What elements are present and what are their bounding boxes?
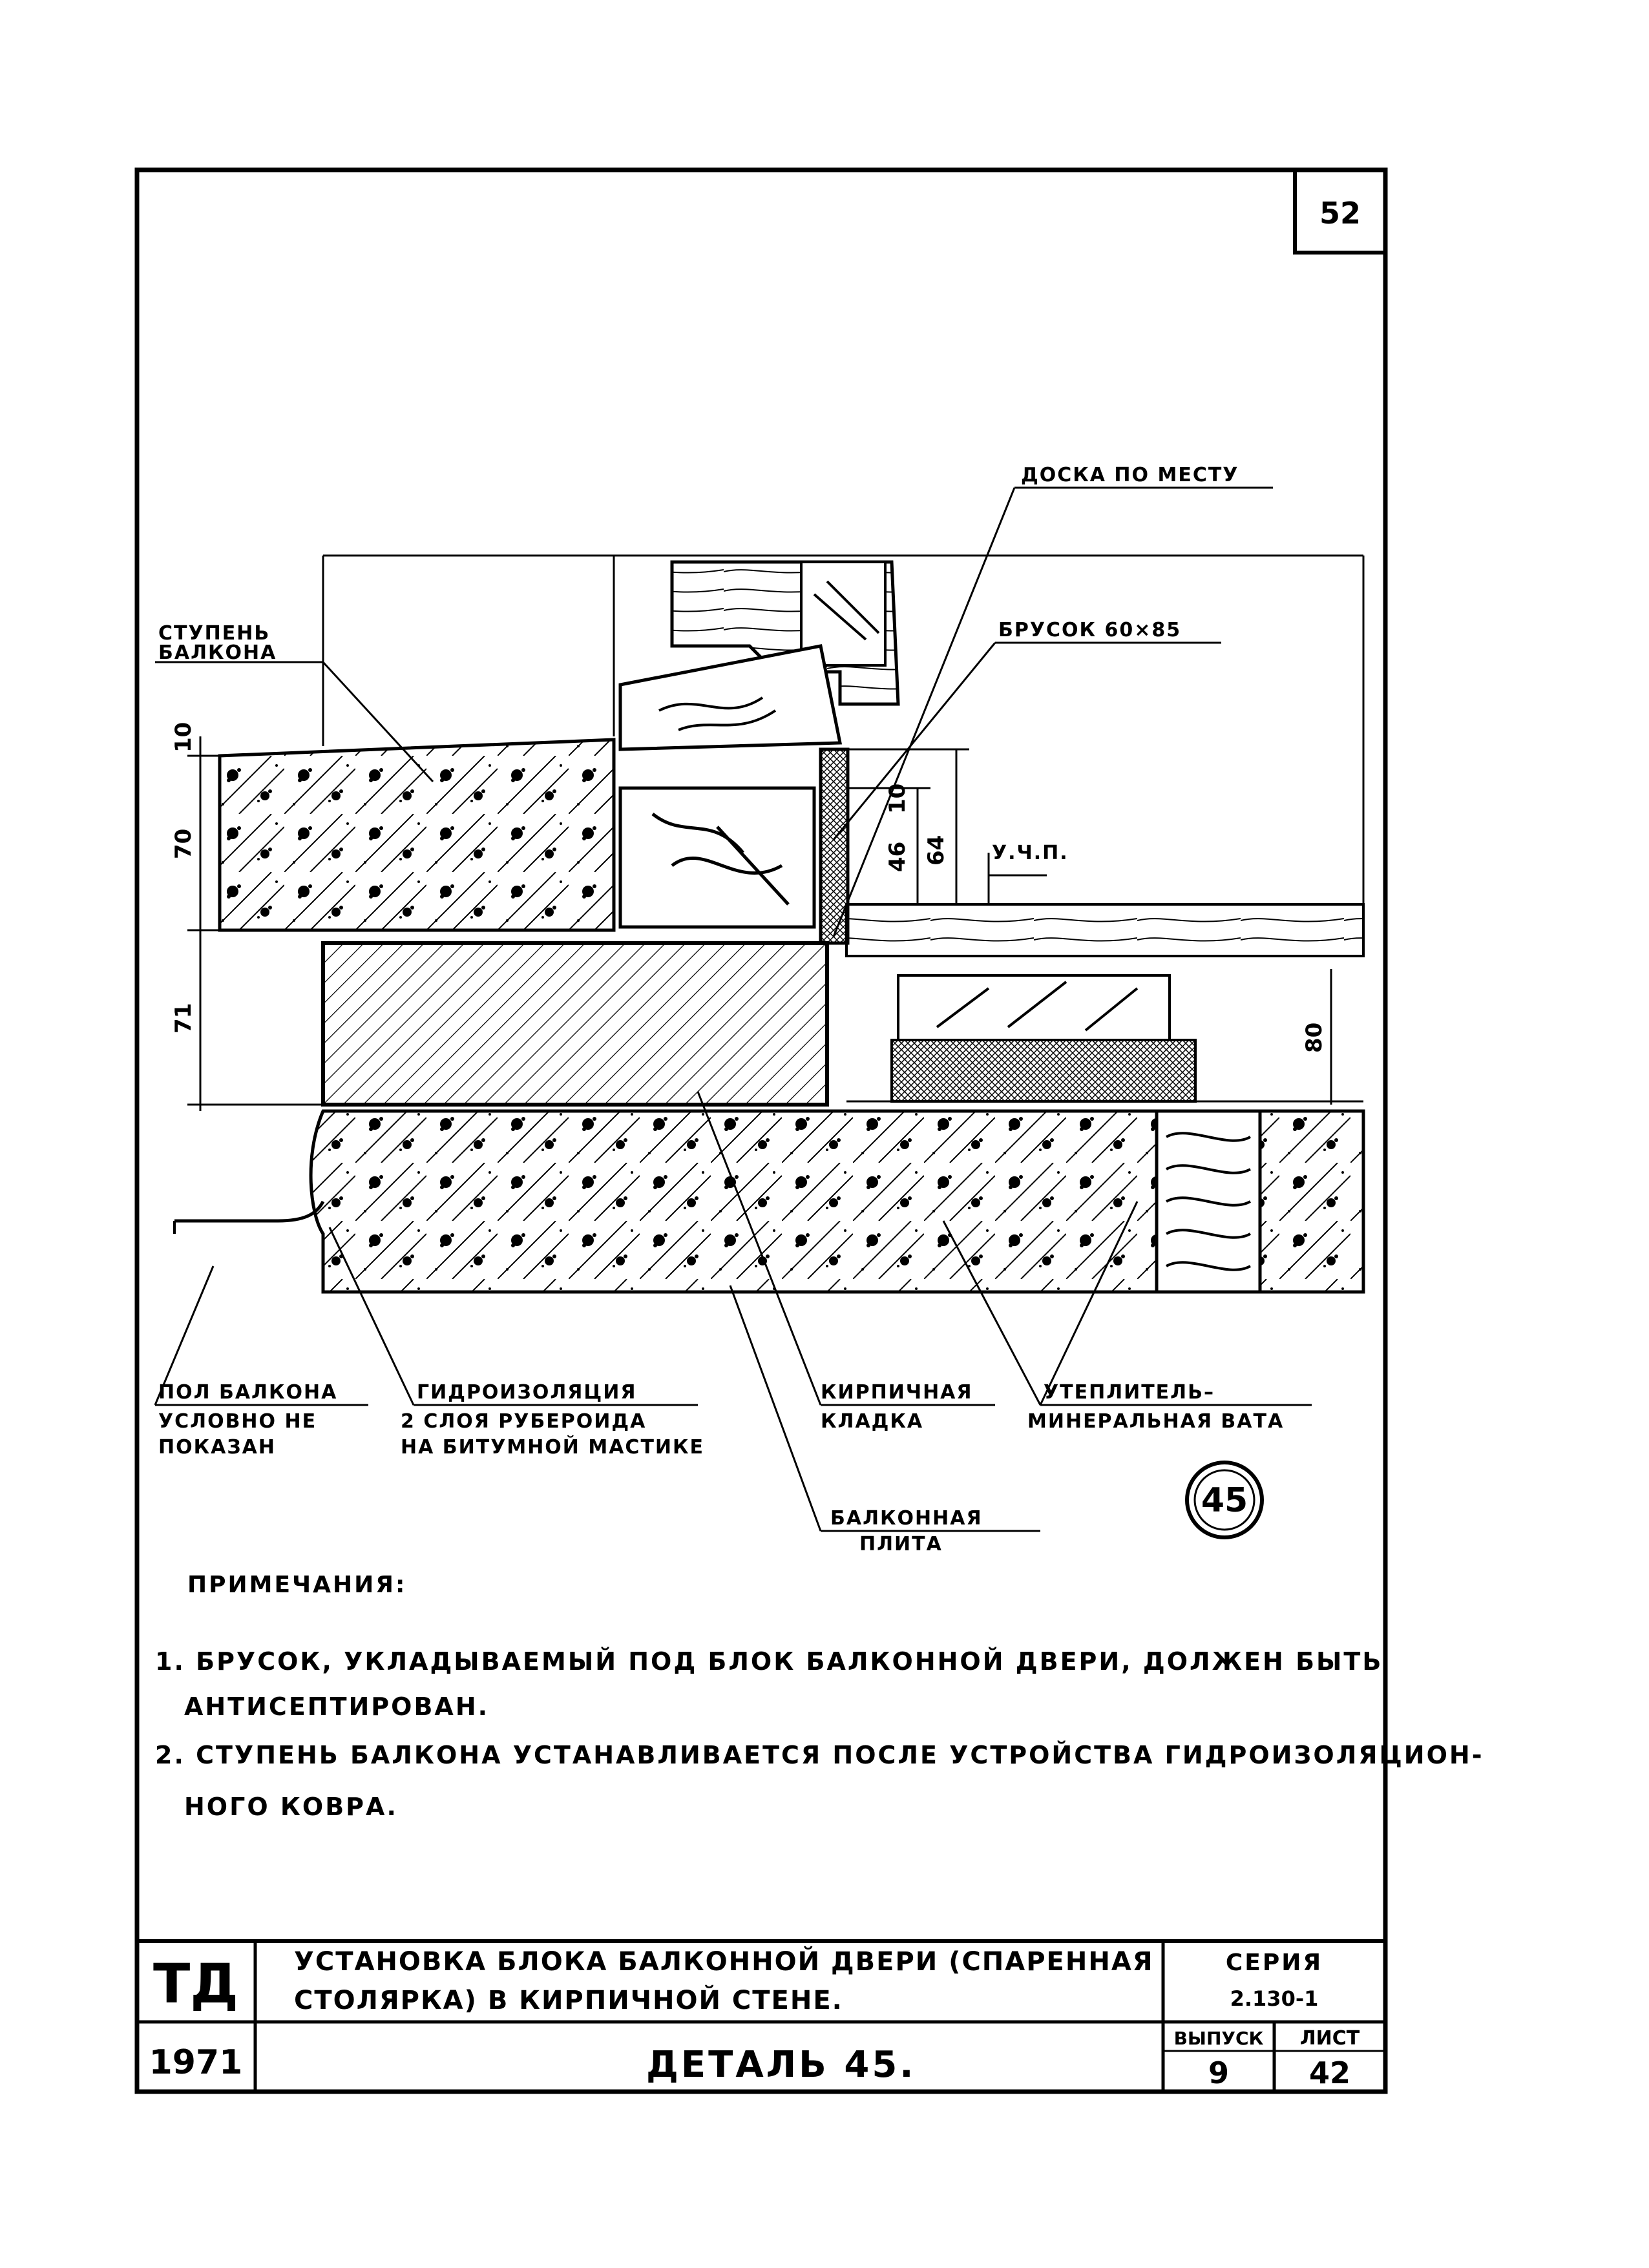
callout-utepl-2: МИНЕРАЛЬНАЯ ВАТА [1027, 1410, 1284, 1433]
detail-drawing: 10 70 71 10 46 64 У.Ч.П. 80 ДО [154, 464, 1365, 1555]
callout-doska: ДОСКА ПО МЕСТУ [1021, 464, 1239, 486]
floor-board [845, 903, 1365, 957]
balcony-slab [309, 1109, 1365, 1294]
insulation-board [890, 1039, 1197, 1103]
detail-marker-circle [1185, 1461, 1264, 1539]
callout-pol-2: УСЛОВНО НЕ [158, 1410, 317, 1433]
callout-kirp-2: КЛАДКА [821, 1410, 923, 1433]
callout-stupen-1: СТУПЕНЬ [158, 622, 270, 645]
dim-71: 71 [171, 1003, 196, 1034]
callout-pol-1: ПОЛ БАЛКОНА [158, 1381, 337, 1404]
issue-label: ВЫПУСК [1174, 2028, 1264, 2049]
callout-stupen-2: БАЛКОНА [158, 641, 277, 664]
series-label: СЕРИЯ [1226, 1950, 1323, 1976]
callout-brusok: БРУСОК 60×85 [998, 619, 1181, 641]
callout-pol-3: ПОКАЗАН [158, 1436, 276, 1459]
callout-plita-1: БАЛКОННАЯ [830, 1507, 983, 1530]
detail-marker-number: 45 [1201, 1481, 1248, 1520]
note-1-line-2: АНТИСЕПТИРОВАН. [184, 1692, 489, 1721]
dim-46: 46 [885, 842, 910, 872]
org-code: ТД [153, 1952, 238, 2015]
balcony-step [218, 738, 616, 932]
brick-masonry [321, 941, 829, 1107]
dim-64: 64 [923, 835, 949, 866]
series-value: 2.130-1 [1230, 1986, 1319, 2011]
sheet-number-box: 52 [1293, 168, 1387, 255]
sheet-number: 52 [1319, 196, 1361, 231]
notes-heading: ПРИМЕЧАНИЯ: [187, 1572, 406, 1598]
issue-value: 9 [1208, 2055, 1229, 2090]
callout-kirp-1: КИРПИЧНАЯ [821, 1381, 973, 1404]
sheet-value: 42 [1309, 2055, 1350, 2090]
callout-plita-2: ПЛИТА [859, 1533, 943, 1555]
title-line-2: СТОЛЯРКА) В КИРПИЧНОЙ СТЕНЕ. [294, 1984, 843, 2015]
note-2-line-2: НОГО КОВРА. [184, 1793, 398, 1821]
callout-gidro-1: ГИДРОИЗОЛЯЦИЯ [417, 1381, 636, 1404]
notes: ПРИМЕЧАНИЯ: 1. БРУСОК, УКЛАДЫВАЕМЫЙ ПОД … [155, 1572, 1484, 1821]
sheet-border [134, 167, 1388, 2094]
dim-80: 80 [1301, 1023, 1327, 1053]
callout-utepl-1: УТЕПЛИТЕЛЬ– [1044, 1381, 1215, 1404]
year: 1971 [149, 2043, 243, 2082]
balcony-floor-line [174, 1200, 325, 1223]
note-1-line-1: 1. БРУСОК, УКЛАДЫВАЕМЫЙ ПОД БЛОК БАЛКОНН… [155, 1647, 1383, 1676]
door-frame-upper [618, 644, 843, 751]
dim-70: 70 [171, 829, 196, 859]
dim-10-top: 10 [171, 722, 196, 753]
brusok-60x85 [618, 786, 816, 929]
callout-gidro-3: НА БИТУМНОЙ МАСТИКЕ [401, 1435, 704, 1459]
title-block: ТД 1971 УСТАНОВКА БЛОКА БАЛКОННОЙ ДВЕРИ … [137, 1939, 1385, 2092]
note-2-line-1: 2. СТУПЕНЬ БАЛКОНА УСТАНАВЛИВАЕТСЯ ПОСЛЕ… [155, 1741, 1484, 1769]
title-line-1: УСТАНОВКА БЛОКА БАЛКОННОЙ ДВЕРИ (СПАРЕНН… [294, 1946, 1154, 1977]
detail-title: ДЕТАЛЬ 45. [646, 2044, 916, 2086]
callout-gidro-2: 2 СЛОЯ РУБЕРОИДА [401, 1410, 646, 1433]
ychp-label: У.Ч.П. [992, 842, 1069, 864]
sheet-label: ЛИСТ [1300, 2027, 1360, 2050]
